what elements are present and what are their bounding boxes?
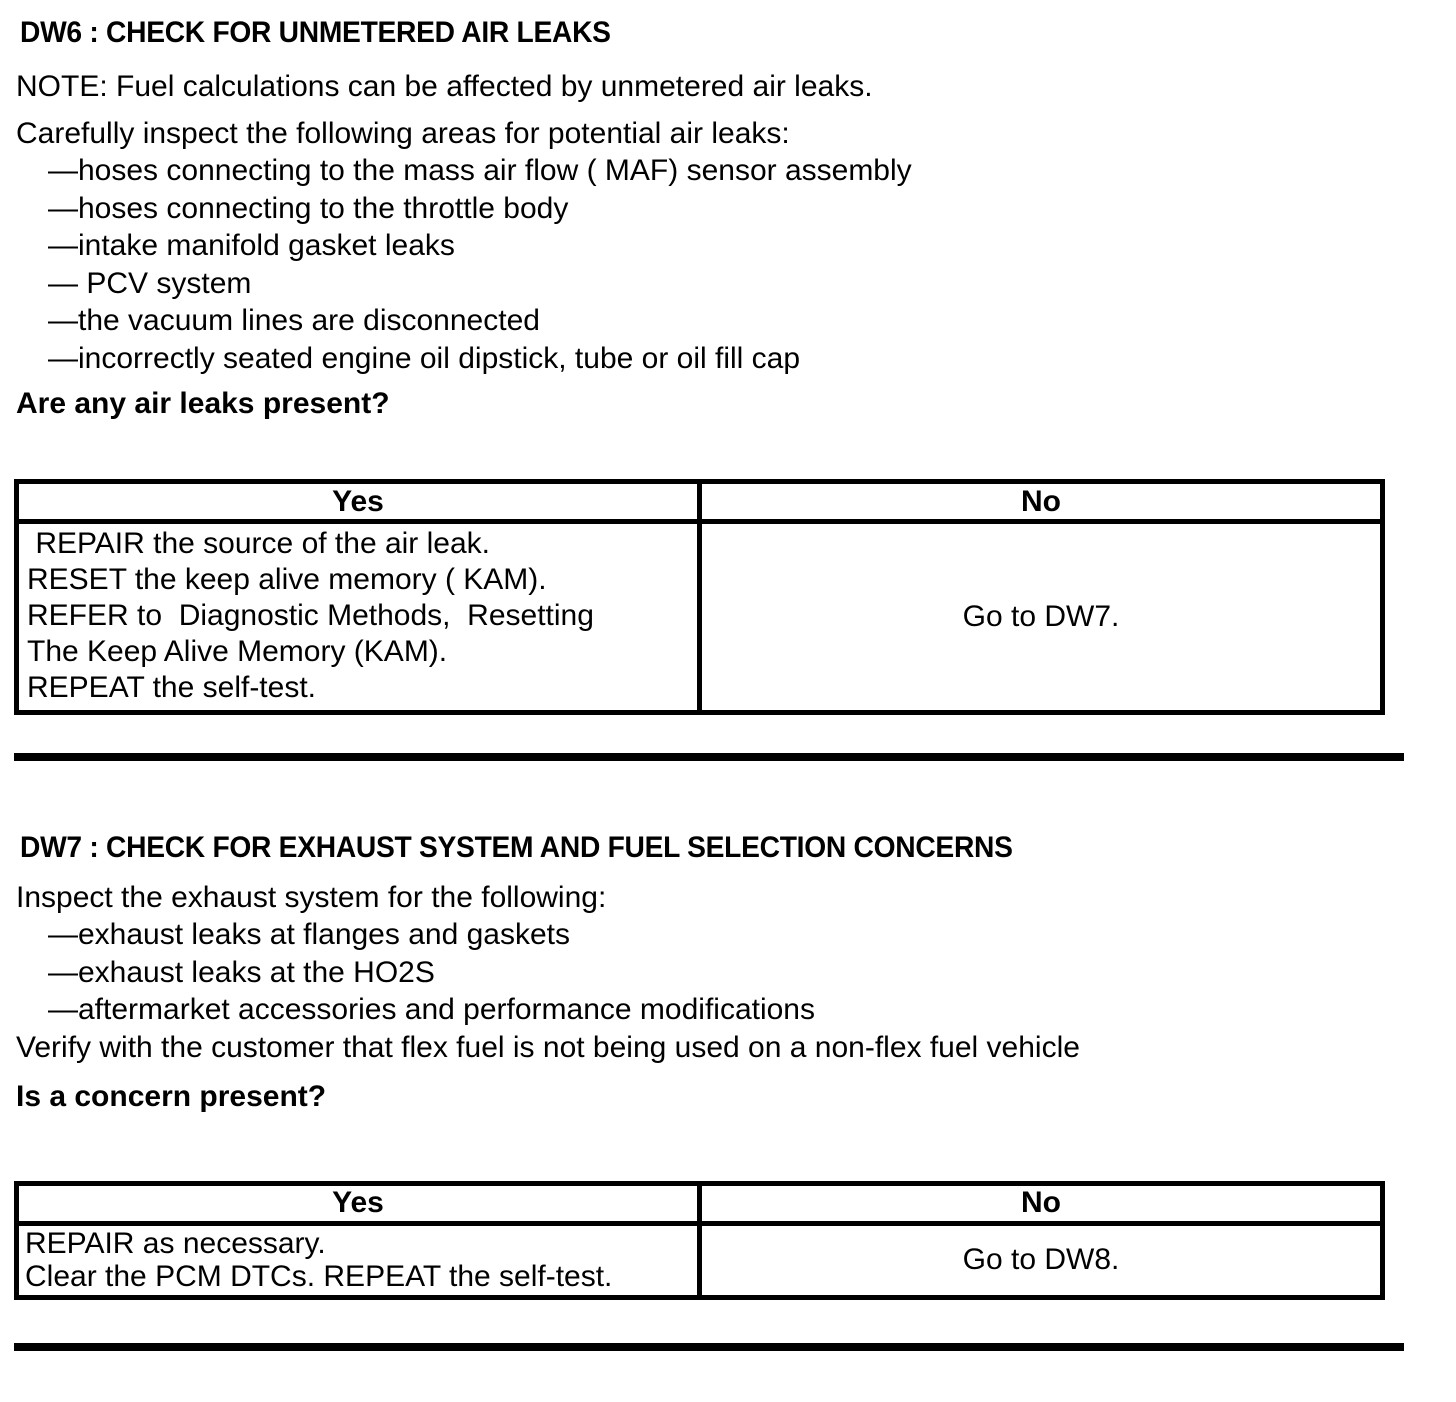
list-item: —hoses connecting to the throttle body — [48, 191, 569, 225]
section-dw6-heading: DW6 : CHECK FOR UNMETERED AIR LEAKS — [20, 18, 1426, 48]
inspection-list: —hoses connecting to the mass air flow (… — [16, 152, 1426, 377]
list-item: —the vacuum lines are disconnected — [48, 304, 540, 337]
section-dw6-heading-text: DW6 : CHECK FOR UNMETERED AIR LEAKS — [20, 16, 611, 49]
inspection-list: —exhaust leaks at flanges and gaskets —e… — [16, 916, 1426, 1029]
yes-action-line: REPEAT the self-test. — [27, 671, 316, 704]
yes-action-cell: REPAIR the source of the air leak. RESET… — [14, 519, 702, 715]
inspection-intro: Inspect the exhaust system for the follo… — [16, 881, 607, 914]
yes-action-line: REPAIR as necessary. — [25, 1226, 326, 1260]
section-divider — [14, 1342, 1404, 1351]
list-item: —intake manifold gasket leaks — [48, 229, 455, 262]
list-item: —exhaust leaks at the HO2S — [48, 955, 435, 989]
section-dw7-heading-text: DW7 : CHECK FOR EXHAUST SYSTEM AND FUEL … — [20, 831, 1013, 864]
section-dw7: DW7 : CHECK FOR EXHAUST SYSTEM AND FUEL … — [14, 833, 1426, 1300]
yes-action-line: The Keep Alive Memory (KAM). — [27, 635, 448, 668]
yes-action-cell: REPAIR as necessary. Clear the PCM DTCs.… — [14, 1220, 702, 1300]
no-column-header: No — [697, 1180, 1385, 1226]
decision-question: Is a concern present? — [16, 1079, 327, 1113]
yes-column-header: Yes — [14, 479, 702, 524]
yes-action-line: RESET the keep alive memory ( KAM). — [27, 563, 547, 596]
no-column-header: No — [697, 479, 1385, 524]
decision-question: Are any air leaks present? — [16, 387, 390, 420]
no-action-cell: Go to DW7. — [697, 519, 1385, 715]
yes-column-header: Yes — [14, 1180, 702, 1226]
decision-table-dw6: Yes No REPAIR the source of the air leak… — [14, 479, 1385, 715]
section-divider — [14, 753, 1404, 761]
yes-action-line: REPAIR the source of the air leak. — [27, 527, 491, 560]
list-item: —incorrectly seated engine oil dipstick,… — [48, 341, 801, 375]
yes-action-line: Clear the PCM DTCs. REPEAT the self-test… — [25, 1259, 613, 1293]
list-item: —exhaust leaks at flanges and gaskets — [48, 918, 570, 951]
yes-action-line: REFER to Diagnostic Methods, Resetting — [27, 599, 594, 632]
section-dw6: DW6 : CHECK FOR UNMETERED AIR LEAKS NOTE… — [14, 18, 1426, 715]
decision-table-dw7: Yes No REPAIR as necessary. Clear the PC… — [14, 1180, 1385, 1300]
no-action-cell: Go to DW8. — [697, 1220, 1385, 1300]
list-item: —aftermarket accessories and performance… — [48, 993, 815, 1026]
note-text: NOTE: Fuel calculations can be affected … — [16, 70, 873, 103]
inspection-intro: Carefully inspect the following areas fo… — [16, 117, 790, 150]
verify-instruction: Verify with the customer that flex fuel … — [16, 1030, 1080, 1064]
list-item: — PCV system — [48, 266, 252, 300]
section-dw7-heading: DW7 : CHECK FOR EXHAUST SYSTEM AND FUEL … — [20, 833, 1426, 863]
list-item: —hoses connecting to the mass air flow (… — [48, 154, 912, 187]
